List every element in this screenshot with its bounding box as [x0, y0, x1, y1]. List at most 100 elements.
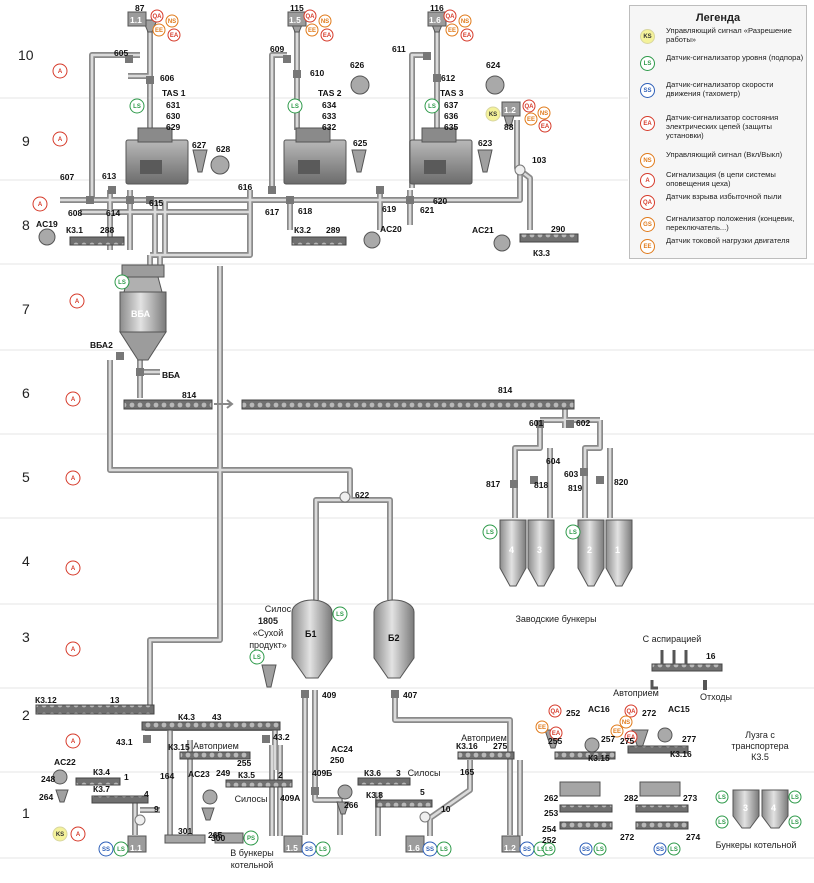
svg-text:Заводские бункеры: Заводские бункеры	[515, 614, 596, 624]
svg-text:282: 282	[624, 793, 638, 803]
receiver-1-6	[405, 835, 425, 853]
svg-text:TAS 3: TAS 3	[440, 88, 464, 98]
svg-text:623: 623	[478, 138, 492, 148]
svg-text:617: 617	[265, 207, 279, 217]
svg-text:628: 628	[216, 144, 230, 154]
svg-text:409Б: 409Б	[312, 768, 332, 778]
badge-a-2: A	[65, 733, 81, 749]
svg-text:288: 288	[100, 225, 114, 235]
svg-text:EA: EA	[463, 33, 472, 39]
plant-bunkers	[499, 519, 633, 587]
badge-ls-tas2: LS	[287, 98, 303, 114]
badge-a-10: A	[52, 63, 68, 79]
badge-ns-116: NS	[458, 14, 472, 28]
electric-fault-icon: EA	[640, 116, 655, 131]
level-8: 8	[22, 217, 30, 233]
svg-text:2: 2	[278, 770, 283, 780]
svg-text:К3.3: К3.3	[533, 248, 550, 258]
svg-text:252: 252	[542, 835, 556, 845]
svg-text:A: A	[71, 476, 76, 482]
badge-ls-vba: LS	[114, 274, 130, 290]
svg-text:618: 618	[298, 206, 312, 216]
level-6: 6	[22, 385, 30, 401]
svg-text:88: 88	[504, 122, 514, 132]
level-labels: 10 9 8 7 6 5 4 3 2 1	[18, 47, 34, 821]
svg-text:К3.6: К3.6	[364, 768, 381, 778]
badge-ea-116: EA	[460, 28, 474, 42]
svg-text:LS: LS	[537, 847, 545, 853]
conveyor-254	[559, 821, 613, 830]
svg-text:EE: EE	[448, 28, 456, 34]
svg-text:606: 606	[160, 73, 174, 83]
bunker-3	[527, 519, 555, 587]
svg-text:LS: LS	[336, 612, 344, 618]
svg-text:A: A	[71, 397, 76, 403]
svg-text:255: 255	[237, 758, 251, 768]
svg-text:1.5: 1.5	[286, 843, 298, 853]
legend-item-ls-text: Датчик-сигнализатор уровня (подпора)	[666, 53, 804, 62]
svg-text:Автоприем: Автоприем	[193, 741, 239, 751]
badge-ls-252: LS	[593, 842, 607, 856]
fan-ac23	[202, 789, 218, 805]
svg-text:604: 604	[546, 456, 560, 466]
badge-ls-bb4-bot: LS	[788, 815, 802, 829]
svg-text:253: 253	[544, 808, 558, 818]
svg-text:603: 603	[564, 469, 578, 479]
svg-text:К3.5: К3.5	[238, 770, 255, 780]
valves	[86, 52, 604, 795]
svg-text:619: 619	[382, 204, 396, 214]
svg-text:«Сухой: «Сухой	[253, 628, 283, 638]
svg-text:115: 115	[290, 3, 304, 13]
svg-text:AC19: AC19	[36, 219, 58, 229]
conveyor-253	[559, 804, 613, 813]
svg-text:EA: EA	[552, 731, 561, 737]
conveyor-288	[69, 236, 125, 246]
svg-text:A: A	[38, 202, 43, 208]
aspiration-lines	[660, 650, 688, 664]
svg-text:NS: NS	[461, 19, 469, 25]
svg-text:SS: SS	[582, 847, 590, 853]
badge-ee-252: EE	[535, 720, 549, 734]
valve-605	[125, 55, 133, 63]
badge-a-6: A	[65, 391, 81, 407]
svg-text:272: 272	[642, 708, 656, 718]
svg-text:87: 87	[135, 3, 145, 13]
valve-820	[596, 476, 604, 484]
svg-text:EA: EA	[170, 33, 179, 39]
svg-text:4: 4	[509, 545, 514, 555]
svg-text:5: 5	[420, 787, 425, 797]
fan-624	[485, 75, 505, 95]
svg-text:LS: LS	[718, 795, 726, 801]
legend-item-ks: KS Управляющий сигнал «Разрешение работы…	[636, 26, 804, 54]
badge-ls-1-6: LS	[436, 841, 452, 857]
svg-text:613: 613	[102, 171, 116, 181]
svg-text:A: A	[71, 739, 76, 745]
svg-text:633: 633	[322, 111, 336, 121]
vba-bin	[119, 264, 167, 361]
speed-sensor-icon: SS	[640, 83, 655, 98]
svg-text:Силосы: Силосы	[235, 794, 268, 804]
badge-ls-bb3-top: LS	[715, 790, 729, 804]
svg-text:248: 248	[41, 774, 55, 784]
svg-text:624: 624	[486, 60, 500, 70]
diverter-622	[339, 491, 351, 503]
level-5: 5	[22, 469, 30, 485]
svg-text:275: 275	[493, 741, 507, 751]
level-7: 7	[22, 301, 30, 317]
truck-301	[164, 834, 206, 844]
svg-text:636: 636	[444, 111, 458, 121]
svg-text:602: 602	[576, 418, 590, 428]
svg-text:614: 614	[106, 208, 120, 218]
svg-text:LS: LS	[440, 847, 448, 853]
svg-text:AC15: AC15	[668, 704, 690, 714]
fan-628	[210, 155, 230, 175]
svg-text:SS: SS	[102, 847, 110, 853]
badge-ls-1-1: LS	[113, 841, 129, 857]
svg-text:116: 116	[430, 3, 444, 13]
badge-ls-bb4-top: LS	[788, 790, 802, 804]
svg-text:QA: QA	[306, 14, 316, 20]
alarm-icon: A	[640, 173, 655, 188]
svg-text:630: 630	[166, 111, 180, 121]
badge-ls-1805: LS	[249, 649, 265, 665]
svg-text:608: 608	[68, 208, 82, 218]
